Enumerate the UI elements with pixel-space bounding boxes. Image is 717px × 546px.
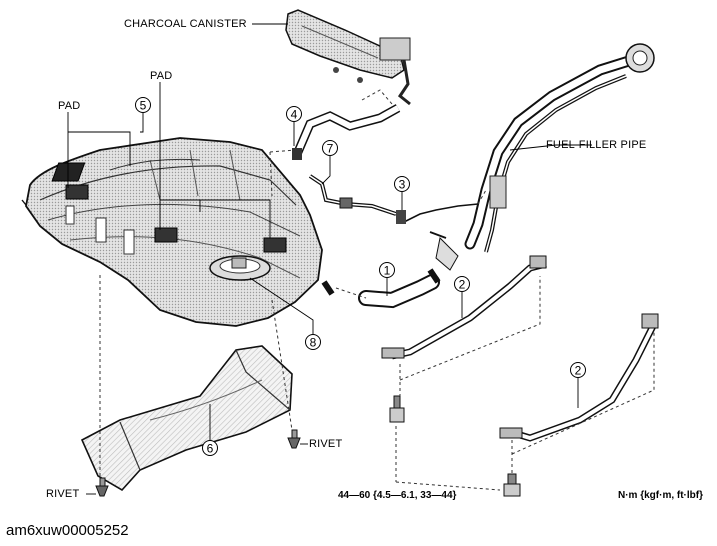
rivet-label-left: RIVET [46, 488, 80, 500]
svg-text:1: 1 [384, 264, 391, 278]
fuel-filler-pipe-label: FUEL-FILLER PIPE [546, 139, 647, 151]
charcoal-canister-label: CHARCOAL CANISTER [124, 18, 247, 30]
torque-spec: 44—60 {4.5—6.1, 33—44} [338, 490, 457, 501]
svg-text:6: 6 [207, 442, 214, 456]
vent-tube-3 [395, 203, 479, 224]
rivet-left [95, 477, 109, 497]
heat-insulator [80, 345, 293, 492]
vent-hose-7 [308, 174, 397, 216]
svg-text:2: 2 [575, 364, 582, 378]
callout-1: 1 [379, 262, 395, 278]
fuel-filler-pipe [429, 43, 655, 271]
callout-2-upper: 2 [454, 276, 470, 292]
svg-text:7: 7 [327, 142, 334, 156]
charcoal-canister [285, 9, 411, 106]
filler-hose-1 [321, 268, 441, 309]
svg-text:3: 3 [399, 178, 406, 192]
pad-label-center: PAD [150, 70, 173, 82]
svg-text:2: 2 [459, 278, 466, 292]
assembly-guide-lines [99, 89, 655, 491]
rivet-right [287, 429, 301, 449]
callout-6: 6 [202, 440, 218, 456]
strap-bolt-lower [503, 473, 521, 497]
strap-bolt-upper [389, 395, 405, 423]
rivet-label-right: RIVET [309, 438, 343, 450]
fuel-tank [21, 137, 323, 327]
tank-strap-lower [499, 313, 659, 442]
torque-units: N·m {kgf·m, ft·lbf} [618, 490, 703, 501]
callout-7: 7 [322, 140, 338, 156]
callout-2-lower: 2 [570, 362, 586, 378]
leader-lines [67, 23, 592, 495]
callout-4: 4 [286, 106, 302, 122]
tank-strap-upper [381, 255, 547, 360]
evap-hose-4 [292, 104, 401, 160]
figure-id: am6xuw00005252 [6, 522, 129, 539]
callout-5: 5 [135, 97, 151, 113]
callout-8: 8 [305, 334, 321, 350]
pad-label-left: PAD [58, 100, 81, 112]
svg-text:8: 8 [310, 336, 317, 350]
svg-text:5: 5 [140, 99, 147, 113]
svg-text:4: 4 [291, 108, 298, 122]
callout-3: 3 [394, 176, 410, 192]
